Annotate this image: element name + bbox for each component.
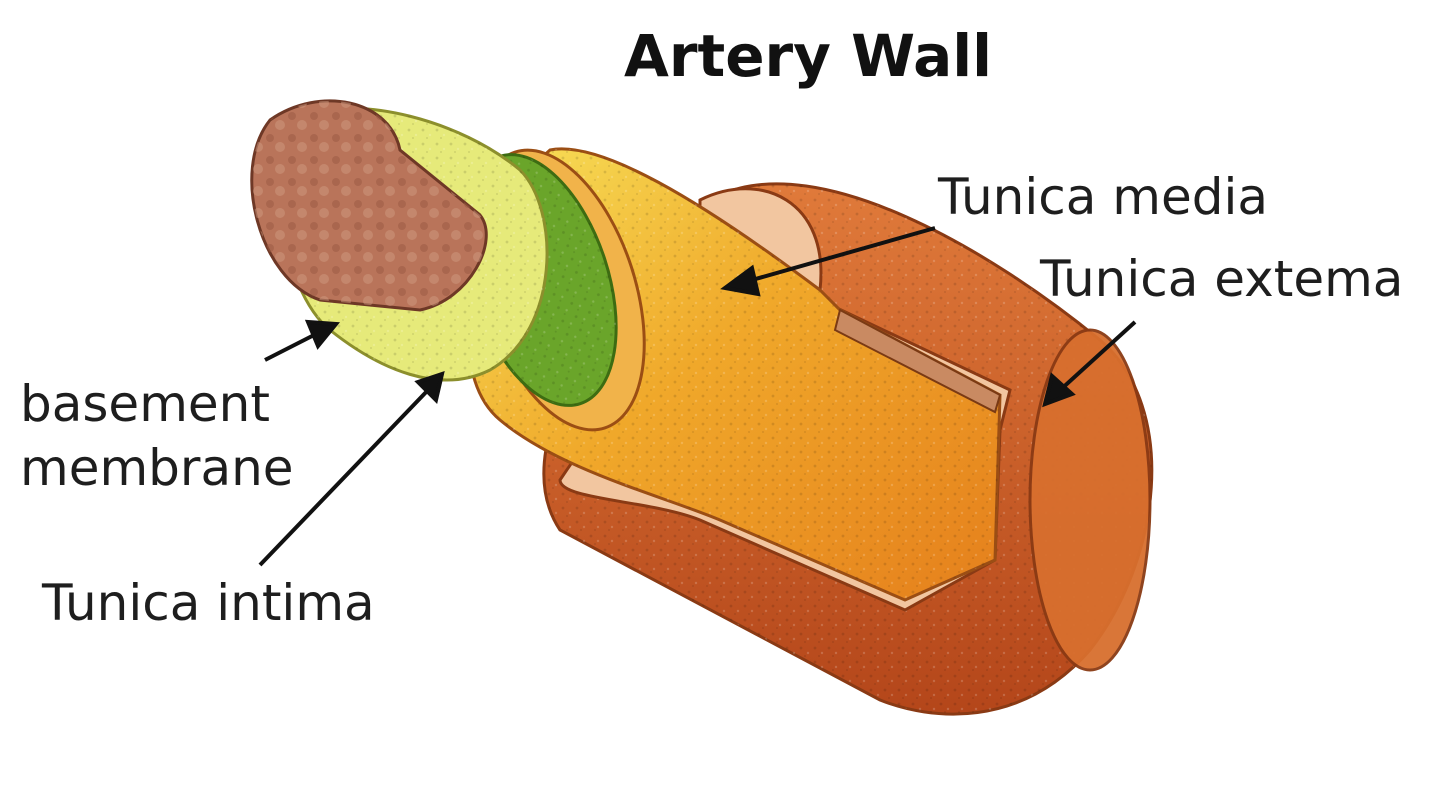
label-tunica-intima: Tunica intima — [42, 574, 375, 632]
arrowhead-icon — [414, 370, 445, 404]
label-tunica-media: Tunica media — [938, 168, 1268, 226]
tunica-externa-leader — [1056, 320, 1137, 394]
lumen-core — [250, 99, 488, 312]
basement-membrane-leader — [264, 331, 319, 362]
tunica-intima-leader — [258, 386, 432, 567]
leader-lines — [258, 226, 1137, 567]
diagram-title: Artery Wall — [624, 22, 992, 90]
arrowhead-icon — [1042, 372, 1076, 408]
label-basement-membrane: basement membrane — [20, 372, 294, 500]
label-basement-line1: basement — [20, 375, 270, 433]
tunica-media-leader — [744, 226, 936, 284]
label-basement-line2: membrane — [20, 439, 294, 497]
label-tunica-externa: Tunica extema — [1040, 250, 1404, 308]
arrowhead-icon — [304, 319, 340, 350]
arrowhead-icon — [720, 264, 761, 297]
